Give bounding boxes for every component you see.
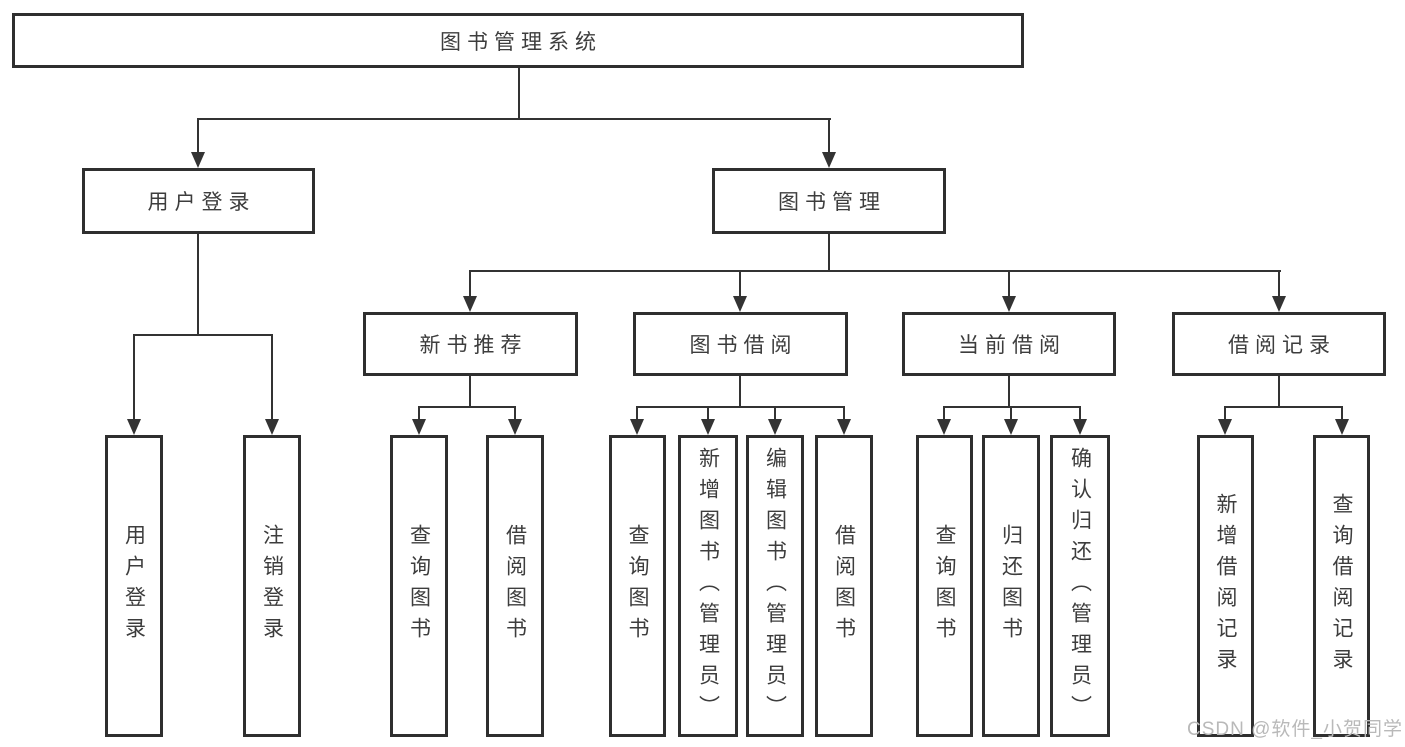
arrow-down-icon [937, 419, 951, 435]
connector-book-borrowing-stem [739, 375, 741, 408]
connector-leaf [843, 406, 845, 421]
arrow-down-icon [1272, 296, 1286, 312]
node-add-book-admin: 新增图书（管理员） [678, 435, 738, 737]
node-query-borrow-record-label: 查询借阅记录 [1330, 493, 1353, 679]
connector-current-borrowing-stem [1008, 375, 1010, 408]
node-confirm-return-admin: 确认归还（管理员） [1050, 435, 1110, 737]
connector-leaf [636, 406, 638, 421]
arrow-down-icon [508, 419, 522, 435]
node-user-login-leaf: 用户登录 [105, 435, 163, 737]
node-query-books-current-label: 查询图书 [933, 524, 956, 648]
node-query-books-recommend: 查询图书 [390, 435, 448, 737]
node-library-management-system: 图书管理系统 [12, 13, 1024, 68]
node-query-borrow-record: 查询借阅记录 [1313, 435, 1370, 737]
connector-to-user-login [197, 118, 199, 154]
node-borrow-books: 借阅图书 [815, 435, 873, 737]
node-book-management: 图书管理 [712, 168, 946, 234]
arrow-down-icon [412, 419, 426, 435]
node-confirm-return-admin-label: 确认归还（管理员） [1068, 446, 1092, 726]
node-add-borrow-record-label: 新增借阅记录 [1214, 493, 1237, 679]
arrow-down-icon [837, 419, 851, 435]
connector-to-user-login-leaf [133, 334, 135, 421]
connector-current-borrowing-rail [943, 406, 1081, 408]
node-borrow-books-recommend: 借阅图书 [486, 435, 544, 737]
node-library-management-system-label: 图书管理系统 [440, 30, 602, 54]
connector-leaf [774, 406, 776, 421]
connector-level3-rail [469, 270, 1281, 272]
connector-leaf [1079, 406, 1081, 421]
arrow-down-icon [1073, 419, 1087, 435]
node-logout-label: 注销登录 [260, 524, 284, 648]
connector-leaf [943, 406, 945, 421]
node-query-books-recommend-label: 查询图书 [407, 524, 431, 648]
connector-root-stem [518, 68, 520, 119]
connector-to-book-management [828, 118, 830, 154]
node-user-login-leaf-label: 用户登录 [122, 524, 146, 648]
node-edit-book-admin-label: 编辑图书（管理员） [763, 446, 787, 726]
connector-leaf [418, 406, 420, 421]
node-current-borrowing: 当前借阅 [902, 312, 1116, 376]
arrow-down-icon [768, 419, 782, 435]
connector-leaf [1010, 406, 1012, 421]
node-book-borrowing-label: 图书借阅 [689, 334, 798, 357]
node-borrow-books-recommend-label: 借阅图书 [503, 524, 527, 648]
connector-borrowing-records-stem [1278, 375, 1280, 408]
watermark: CSDN @软件_小贺同学 [1187, 719, 1403, 740]
arrow-down-icon [127, 419, 141, 435]
node-book-management-label: 图书管理 [778, 191, 886, 214]
node-return-book: 归还图书 [982, 435, 1040, 737]
arrow-down-icon [822, 152, 836, 168]
arrow-down-icon [733, 296, 747, 312]
connector-leaf [707, 406, 709, 421]
node-user-login: 用户登录 [82, 168, 315, 234]
connector-leaf [1341, 406, 1343, 421]
connector-user-login-stem [197, 233, 199, 336]
connector-book-borrowing-rail [636, 406, 845, 408]
node-new-book-recommendation-label: 新书推荐 [419, 334, 528, 357]
arrow-down-icon [1004, 419, 1018, 435]
node-query-books-label: 查询图书 [626, 524, 649, 648]
arrow-down-icon [630, 419, 644, 435]
connector-user-login-rail [133, 334, 273, 336]
arrow-down-icon [265, 419, 279, 435]
node-book-borrowing: 图书借阅 [633, 312, 848, 376]
connector-level1-rail [197, 118, 831, 120]
arrow-down-icon [191, 152, 205, 168]
arrow-down-icon [1218, 419, 1232, 435]
connector-leaf [514, 406, 516, 421]
connector-leaf [1224, 406, 1226, 421]
arrow-down-icon [1002, 296, 1016, 312]
node-new-book-recommendation: 新书推荐 [363, 312, 578, 376]
connector-to-new-book [469, 270, 471, 298]
connector-to-logout-leaf [271, 334, 273, 421]
node-edit-book-admin: 编辑图书（管理员） [746, 435, 804, 737]
connector-new-book-rail [418, 406, 516, 408]
connector-new-book-stem [469, 375, 471, 408]
node-borrowing-records-label: 借阅记录 [1228, 334, 1336, 357]
arrow-down-icon [701, 419, 715, 435]
connector-to-borrowing-records [1278, 270, 1280, 298]
node-query-books-current: 查询图书 [916, 435, 973, 737]
node-logout: 注销登录 [243, 435, 301, 737]
connector-to-current-borrowing [1008, 270, 1010, 298]
node-borrowing-records: 借阅记录 [1172, 312, 1386, 376]
connector-to-book-borrowing [739, 270, 741, 298]
arrow-down-icon [1335, 419, 1349, 435]
node-current-borrowing-label: 当前借阅 [958, 334, 1066, 357]
connector-book-management-stem [828, 233, 830, 272]
node-add-book-admin-label: 新增图书（管理员） [696, 446, 720, 726]
connector-borrowing-records-rail [1224, 406, 1343, 408]
node-add-borrow-record: 新增借阅记录 [1197, 435, 1254, 737]
arrow-down-icon [463, 296, 477, 312]
node-query-books: 查询图书 [609, 435, 666, 737]
node-return-book-label: 归还图书 [999, 524, 1023, 648]
node-borrow-books-label: 借阅图书 [832, 524, 856, 648]
node-user-login-label: 用户登录 [147, 191, 256, 214]
